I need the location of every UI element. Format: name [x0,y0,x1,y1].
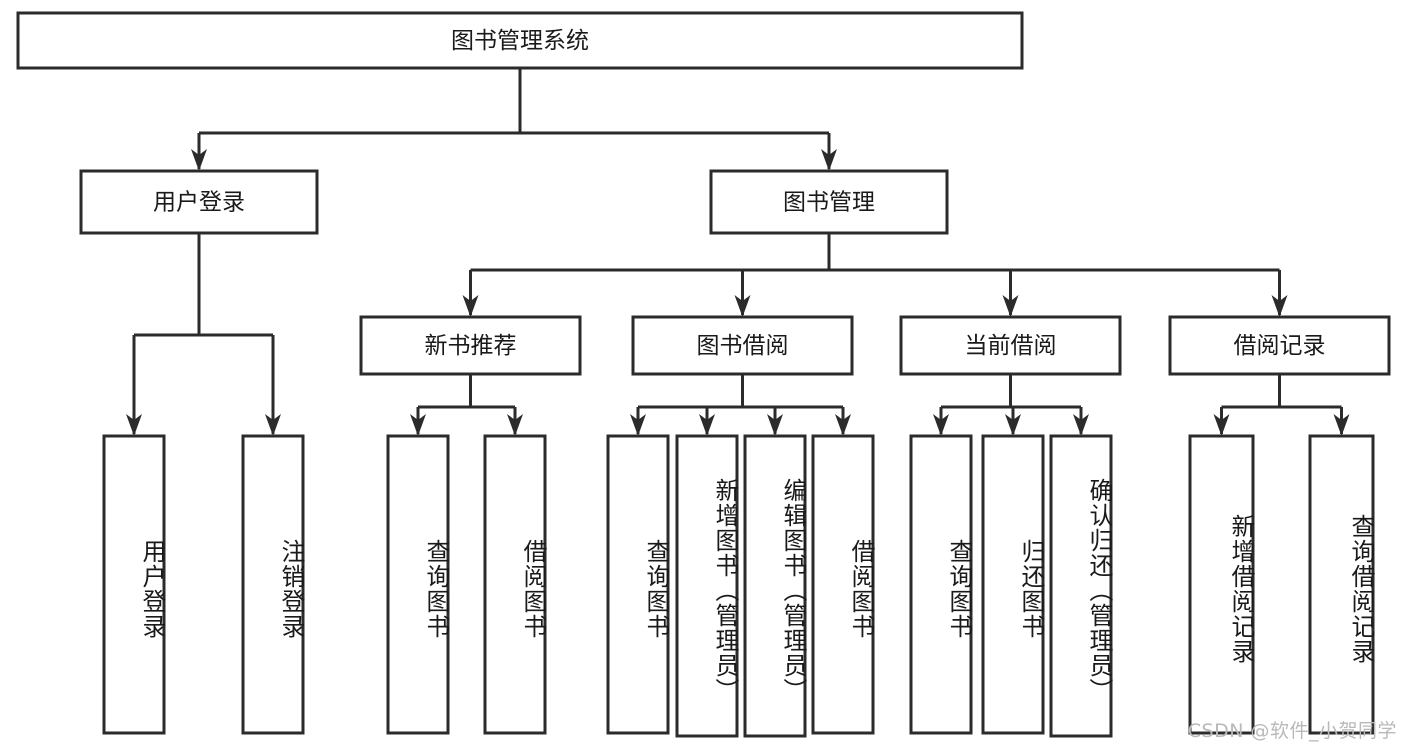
node-box-leaf-user-login[interactable] [102,434,166,735]
arrow-head-g-current-borrow-1 [1005,414,1021,436]
node-box-leaf-query-book-3[interactable] [909,434,973,735]
node-box-leaf-add-book[interactable] [675,434,739,738]
arrow-head-g-book-borrow-3 [835,414,851,436]
node-label-user-login: 用户登录 [153,190,245,216]
node-box-leaf-query-book-1[interactable] [386,434,450,735]
arrow-head-root-0 [191,149,207,171]
arrow-head-user-login-1 [265,414,281,436]
node-label-root: 图书管理系统 [451,28,589,54]
node-box-leaf-logout[interactable] [241,434,305,735]
node-label-book-borrow: 图书借阅 [697,333,789,359]
arrow-head-book-manage-2 [1002,295,1019,317]
arrow-head-book-manage-0 [462,295,479,317]
node-box-leaf-confirm-return[interactable] [1049,434,1113,738]
arrow-head-g-new-book-recommend-1 [507,414,523,436]
arrow-head-root-1 [821,149,837,171]
node-box-leaf-borrow-book-1[interactable] [483,434,547,735]
watermark-text: CSDN @软件_小贺同学 [1187,720,1397,742]
node-label-borrow-record: 借阅记录 [1234,333,1326,359]
arrow-head-g-book-borrow-2 [767,414,783,436]
node-label-new-book-recommend: 新书推荐 [425,333,517,359]
arrow-head-g-book-borrow-1 [699,414,715,436]
arrow-head-g-book-borrow-0 [630,414,646,436]
connectors-layer [126,68,1350,436]
node-box-root[interactable] [16,11,1024,70]
node-boxes-layer [16,11,1391,738]
node-box-leaf-edit-book[interactable] [743,434,807,738]
node-box-user-login[interactable] [79,169,319,235]
node-label-book-manage: 图书管理 [783,190,875,216]
arrow-head-g-borrow-record-0 [1213,414,1230,436]
arrow-head-g-current-borrow-0 [933,414,949,436]
node-box-leaf-query-book-2[interactable] [606,434,670,735]
arrow-head-book-manage-3 [1271,295,1288,317]
arrow-head-g-current-borrow-2 [1073,414,1089,436]
node-box-current-borrow[interactable] [899,315,1122,376]
arrow-head-g-borrow-record-1 [1333,414,1350,436]
node-box-leaf-query-record[interactable] [1308,434,1375,735]
node-box-leaf-borrow-book-2[interactable] [811,434,875,735]
node-box-leaf-return-book[interactable] [981,434,1045,735]
arrow-head-book-manage-1 [734,295,751,317]
node-box-leaf-add-record[interactable] [1188,434,1255,735]
node-box-new-book-recommend[interactable] [359,315,582,376]
node-label-current-borrow: 当前借阅 [965,333,1057,359]
arrow-head-g-new-book-recommend-0 [410,414,426,436]
arrow-head-user-login-0 [126,414,142,436]
